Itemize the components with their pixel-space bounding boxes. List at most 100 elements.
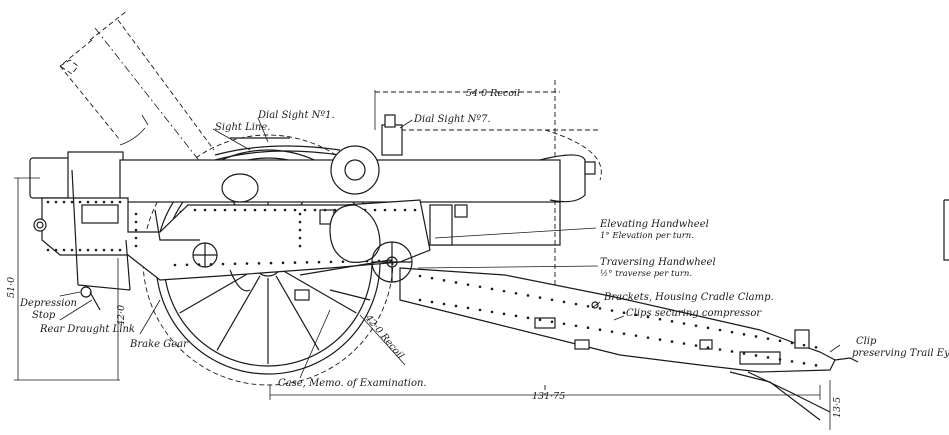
rivet	[383, 208, 387, 212]
rivet	[233, 208, 237, 212]
rivet	[62, 248, 66, 252]
rivet	[333, 208, 337, 212]
rivet	[118, 248, 122, 252]
rivet	[329, 260, 333, 264]
rivet	[54, 200, 58, 204]
rivet	[263, 208, 267, 212]
wheel-spoke	[275, 275, 320, 351]
rivet	[718, 348, 722, 351]
rivet	[622, 332, 626, 335]
rivet	[118, 200, 122, 204]
rivet	[550, 298, 554, 302]
rivet	[706, 326, 710, 330]
rivet	[718, 328, 722, 332]
rivet	[802, 362, 806, 365]
sights-and-gear	[71, 114, 413, 311]
rivet	[682, 342, 686, 345]
dimension-lines	[14, 177, 831, 430]
rivet	[243, 208, 247, 212]
label-rear-draught-link: Rear Draught Link	[39, 324, 135, 335]
label-traversing-note: ½° traverse per turn.	[600, 268, 692, 279]
rivet	[586, 304, 590, 308]
rivet	[454, 304, 458, 308]
rivet	[442, 279, 446, 282]
rivet	[323, 208, 327, 212]
rivet	[442, 302, 446, 306]
rivet	[538, 296, 542, 299]
rivet	[526, 316, 530, 320]
label-brake-gear: Brake Gear	[129, 339, 189, 350]
rivet	[658, 338, 662, 341]
rivet	[766, 356, 770, 359]
rivet	[538, 318, 542, 322]
rivet	[317, 260, 321, 264]
rivet	[814, 345, 818, 349]
rivet	[454, 281, 458, 284]
rivet	[430, 276, 434, 280]
edge-fragment	[943, 199, 949, 261]
rivet	[514, 291, 518, 295]
rivet	[574, 302, 578, 306]
rivet	[598, 307, 602, 310]
rivet	[802, 343, 806, 347]
rivet	[403, 208, 407, 212]
rivet	[646, 336, 650, 339]
leader-lines	[59, 117, 841, 379]
rivet	[62, 200, 66, 204]
rivet	[134, 212, 138, 216]
rivet	[754, 335, 758, 338]
rivet	[622, 311, 626, 315]
rivet	[203, 208, 207, 212]
wheel-spoke	[281, 269, 357, 314]
rivet	[634, 334, 638, 337]
rivet	[273, 208, 277, 212]
dim-height-42: 42·0	[116, 305, 127, 327]
rivet	[298, 236, 302, 240]
rivet	[281, 261, 285, 265]
rivet	[526, 294, 530, 297]
dim-height-51: 51·0	[6, 277, 17, 298]
label-elevating-note: 1° Elevation per turn.	[600, 231, 694, 241]
rivet	[78, 200, 82, 204]
rivet	[102, 200, 106, 204]
rivet	[253, 208, 257, 212]
rivet	[373, 208, 377, 212]
rivet	[70, 248, 74, 252]
rivet	[341, 260, 345, 263]
rivet	[418, 298, 422, 302]
rivet	[293, 208, 297, 212]
label-depression-stop-2: Stop	[32, 310, 56, 321]
rivet	[478, 308, 482, 312]
rivet	[298, 212, 302, 216]
rivet	[586, 326, 590, 330]
label-depression-stop-1: Depression	[19, 298, 77, 309]
rivet	[742, 352, 746, 355]
rivet	[86, 200, 90, 204]
rivet	[413, 208, 417, 212]
rivet	[233, 262, 237, 266]
dim-length-131: 131·75	[532, 391, 565, 402]
rivet	[94, 200, 98, 204]
rivet	[646, 315, 650, 319]
label-case-memo: Case, Memo. of Examination.	[278, 378, 427, 389]
rivet	[490, 310, 494, 314]
rivet	[598, 328, 602, 332]
rivet	[730, 330, 734, 334]
rivet	[742, 333, 746, 336]
trail	[399, 267, 859, 421]
rivet	[193, 208, 197, 212]
rivet	[550, 320, 554, 324]
label-brackets: Brackets, Housing Cradle Clamp.	[603, 292, 774, 303]
rivet	[478, 285, 482, 289]
label-dial-sight-7: Dial Sight Nº7.	[413, 114, 491, 125]
rivet	[54, 248, 58, 252]
rivet	[78, 248, 82, 252]
rivet	[213, 208, 217, 212]
dim-recoil-top: 54·0 Recoil	[466, 88, 520, 99]
rivet	[245, 262, 249, 265]
rivet	[574, 324, 578, 328]
dim-recoil-angled: 42·0 Recoil	[362, 312, 406, 361]
rivet	[257, 262, 261, 265]
rivet	[269, 261, 273, 265]
rivet	[303, 208, 307, 212]
